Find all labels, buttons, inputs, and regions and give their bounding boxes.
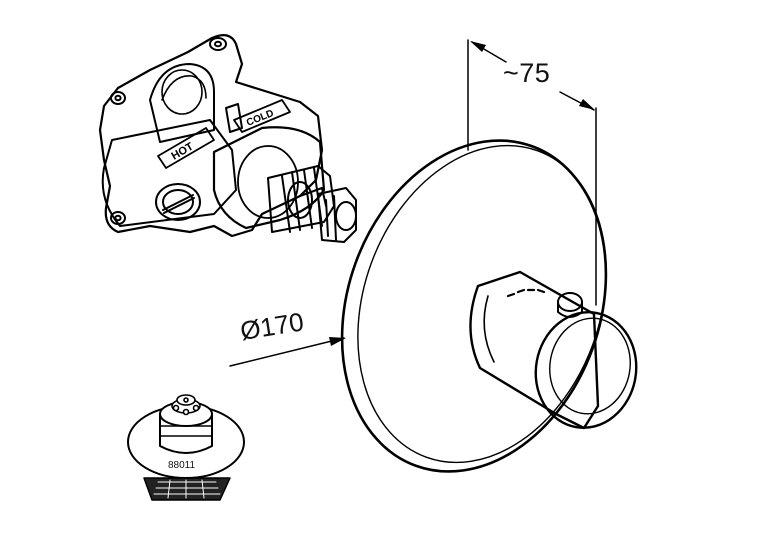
depth-arrow-left <box>470 41 486 52</box>
temperature-marks <box>506 288 546 298</box>
escutcheon-plate <box>340 139 608 473</box>
escutcheon-outer <box>340 139 608 473</box>
mounting-holes <box>110 37 227 225</box>
cartridge-base <box>143 477 231 501</box>
handle-body <box>469 270 600 430</box>
cartridge-thumbnail <box>127 394 245 501</box>
slotted-cap <box>155 183 201 221</box>
upper-boss <box>149 63 215 143</box>
dimension-depth <box>467 39 597 306</box>
inlet-barrel <box>101 119 237 227</box>
cartridge-code-label: 88011 <box>168 460 196 471</box>
diameter-arrow <box>329 337 346 346</box>
depth-arrow-right <box>579 99 595 110</box>
escutcheon-rim <box>357 144 607 464</box>
cold-label: COLD <box>245 108 275 129</box>
depth-dimension-label: ~75 <box>503 58 551 88</box>
handle-end-cap <box>534 311 638 429</box>
mounting-plate <box>98 33 324 238</box>
hot-label-plate: HOT <box>157 127 215 169</box>
central-housing <box>212 126 326 230</box>
cartridge-spline <box>171 394 201 416</box>
dimension-diameter <box>229 337 346 367</box>
stop-tab <box>225 103 243 133</box>
threaded-spindle <box>267 165 357 243</box>
safety-stop-button <box>557 292 583 318</box>
thermostat-handle <box>469 270 638 430</box>
rough-in-valve-body: HOT COLD <box>98 33 357 243</box>
